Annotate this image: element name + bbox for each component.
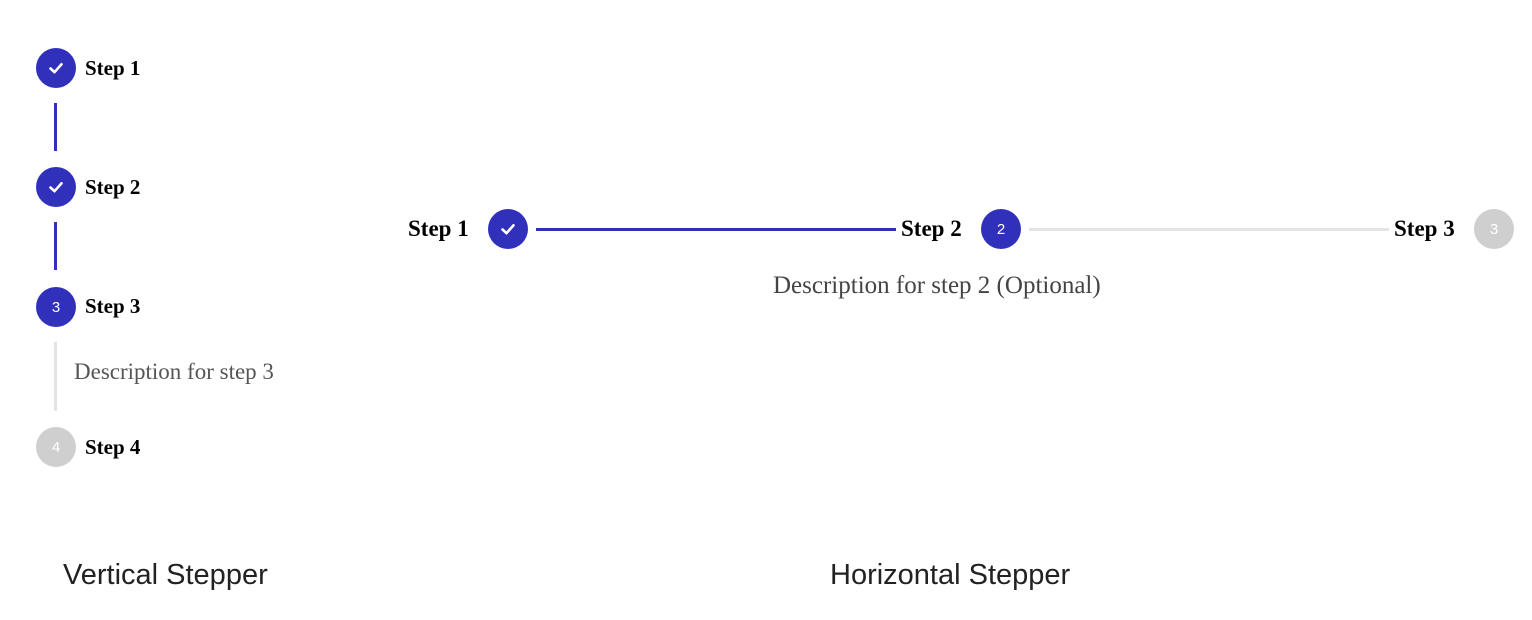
horizontal-step-2-number: 2: [996, 220, 1006, 238]
vertical-step-2-label[interactable]: Step 2: [85, 175, 141, 199]
horizontal-step-3-label[interactable]: Step 3: [1394, 216, 1455, 241]
horizontal-step-2-label[interactable]: Step 2: [901, 216, 962, 241]
check-icon: [49, 63, 63, 74]
horizontal-step-1-label[interactable]: Step 1: [408, 216, 469, 241]
vertical-connector-2-3: [54, 222, 57, 270]
vertical-step-3-number: 3: [51, 298, 61, 316]
vertical-step-3-indicator[interactable]: 3: [36, 287, 76, 327]
vertical-stepper-caption: Vertical Stepper: [63, 559, 268, 591]
horizontal-step-3-indicator[interactable]: 3: [1474, 209, 1514, 249]
vertical-connector-1-2: [54, 103, 57, 151]
check-icon: [49, 182, 63, 193]
check-icon: [501, 224, 515, 235]
vertical-step-2-indicator[interactable]: [36, 167, 76, 207]
vertical-step-4-indicator[interactable]: 4: [36, 427, 76, 467]
horizontal-connector-1-2: [536, 228, 896, 231]
vertical-step-4-label[interactable]: Step 4: [85, 435, 141, 459]
vertical-step-3-description: Description for step 3: [74, 359, 274, 384]
vertical-step-1-label[interactable]: Step 1: [85, 56, 141, 80]
vertical-step-1-indicator[interactable]: [36, 48, 76, 88]
horizontal-step-1-indicator[interactable]: [488, 209, 528, 249]
vertical-step-4-number: 4: [51, 438, 61, 456]
horizontal-connector-2-3: [1029, 228, 1389, 231]
horizontal-stepper-caption: Horizontal Stepper: [830, 559, 1071, 591]
horizontal-step-2-indicator[interactable]: 2: [981, 209, 1021, 249]
vertical-step-3-label[interactable]: Step 3: [85, 294, 141, 318]
horizontal-step-2-description: Description for step 2 (Optional): [773, 272, 1101, 299]
vertical-connector-3-4: [54, 342, 57, 411]
horizontal-step-3-number: 3: [1489, 220, 1499, 238]
